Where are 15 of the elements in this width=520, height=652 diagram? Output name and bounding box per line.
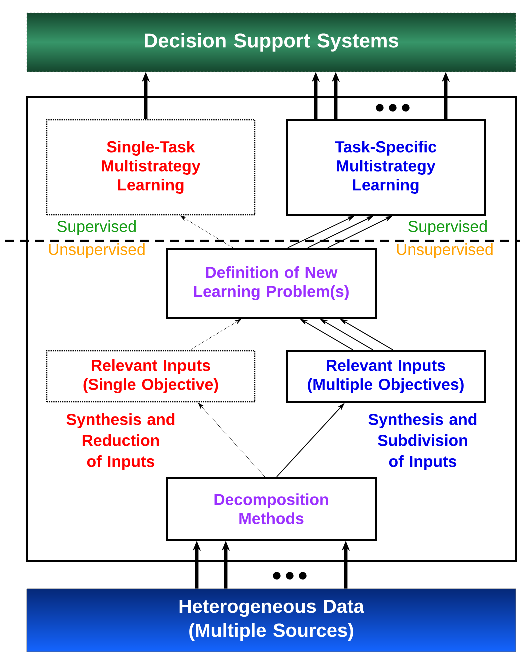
- label-text: Synthesis and Reduction of Inputs: [66, 414, 175, 470]
- label-text: Unsupervised: [397, 244, 493, 258]
- label-text: Unsupervised: [49, 244, 145, 258]
- process-box: Relevant Inputs (Multiple Objectives): [286, 350, 486, 403]
- source-band: Heterogeneous Data (Multiple Sources): [26, 588, 516, 652]
- label-text: Synthesis and Subdivision of Inputs: [368, 414, 477, 470]
- frame-box: [26, 96, 517, 562]
- dotted-box: Single-Task Multistrategy Learning: [46, 119, 256, 216]
- label-text: Supervised: [408, 220, 487, 236]
- dotted-box: Relevant Inputs (Single Objective): [46, 350, 256, 403]
- process-box: Decomposition Methods: [166, 477, 377, 541]
- label-text: Supervised: [58, 220, 136, 236]
- header-band: Decision Support Systems: [26, 12, 516, 72]
- process-box: Definition of New Learning Problem(s): [166, 248, 377, 319]
- process-box: Task-Specific Multistrategy Learning: [286, 119, 486, 216]
